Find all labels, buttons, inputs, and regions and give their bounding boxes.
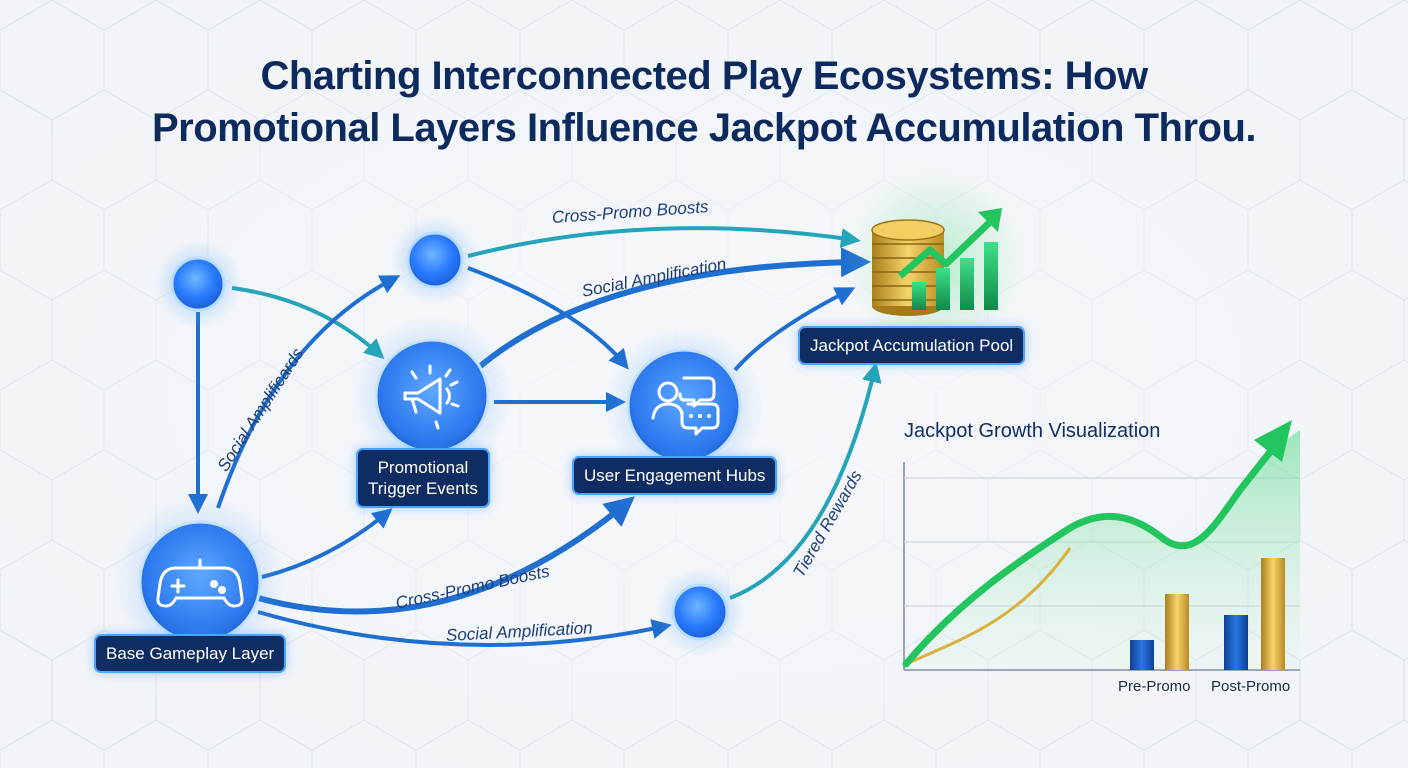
green-growth-line — [902, 448, 1274, 668]
gold-trend-line — [905, 547, 1072, 666]
bar-pre-gold — [1165, 594, 1189, 670]
node-left-top — [170, 256, 226, 312]
node-bottom — [671, 583, 729, 641]
edges — [188, 226, 882, 647]
label-base-gameplay: Base Gameplay Layer — [94, 634, 287, 673]
bar-post-gold — [1261, 558, 1285, 670]
label-promotional-trigger-line2: Trigger Events — [368, 479, 478, 498]
growth-area — [906, 430, 1300, 670]
label-promotional-trigger-line1: Promotional — [377, 458, 469, 477]
label-user-engagement: User Engagement Hubs — [572, 456, 778, 495]
growth-arrow-icon — [897, 208, 1002, 310]
edge-promo-to-jackpot-social — [476, 247, 871, 371]
node-center-top — [406, 231, 464, 289]
page-title: Charting Interconnected Play Ecosystems:… — [0, 50, 1408, 154]
coin-stack-icon — [845, 172, 1025, 352]
bar-post-blue — [1224, 615, 1248, 670]
bar-category-post-promo: Post-Promo — [1211, 678, 1291, 695]
bar-pre-blue — [1130, 640, 1154, 670]
edge-base-to-bottomnode — [257, 610, 672, 647]
small-nodes — [154, 216, 744, 656]
node-promotional-trigger — [352, 316, 512, 476]
chart-title: Jackpot Growth Visualization — [904, 420, 1161, 442]
edge-leftnode-to-promo — [231, 286, 385, 360]
bar-category-pre-promo: Pre-Promo — [1118, 678, 1191, 695]
node-user-engagement — [604, 326, 764, 486]
edge-bottomnode-to-jackpot — [729, 362, 882, 600]
growth-chart — [902, 420, 1300, 671]
label-promotional-trigger: Promotional Trigger Events — [356, 448, 490, 508]
title-line-1: Charting Interconnected Play Ecosystems:… — [260, 54, 1148, 98]
megaphone-icon — [403, 364, 460, 430]
edge-top-to-jackpot-cross-promo — [467, 226, 861, 258]
edge-base-to-topnode — [216, 275, 401, 509]
edge-base-to-engagement — [257, 496, 635, 615]
title-line-2: Promotional Layers Influence Jackpot Acc… — [151, 106, 1257, 150]
edge-topnode-to-engagement — [467, 266, 629, 370]
node-base-gameplay — [114, 496, 286, 668]
growth-arrowhead — [1254, 420, 1292, 462]
label-jackpot-pool: Jackpot Accumulation Pool — [798, 326, 1026, 365]
gamepad-icon — [156, 558, 244, 608]
chat-users-icon — [651, 376, 720, 436]
